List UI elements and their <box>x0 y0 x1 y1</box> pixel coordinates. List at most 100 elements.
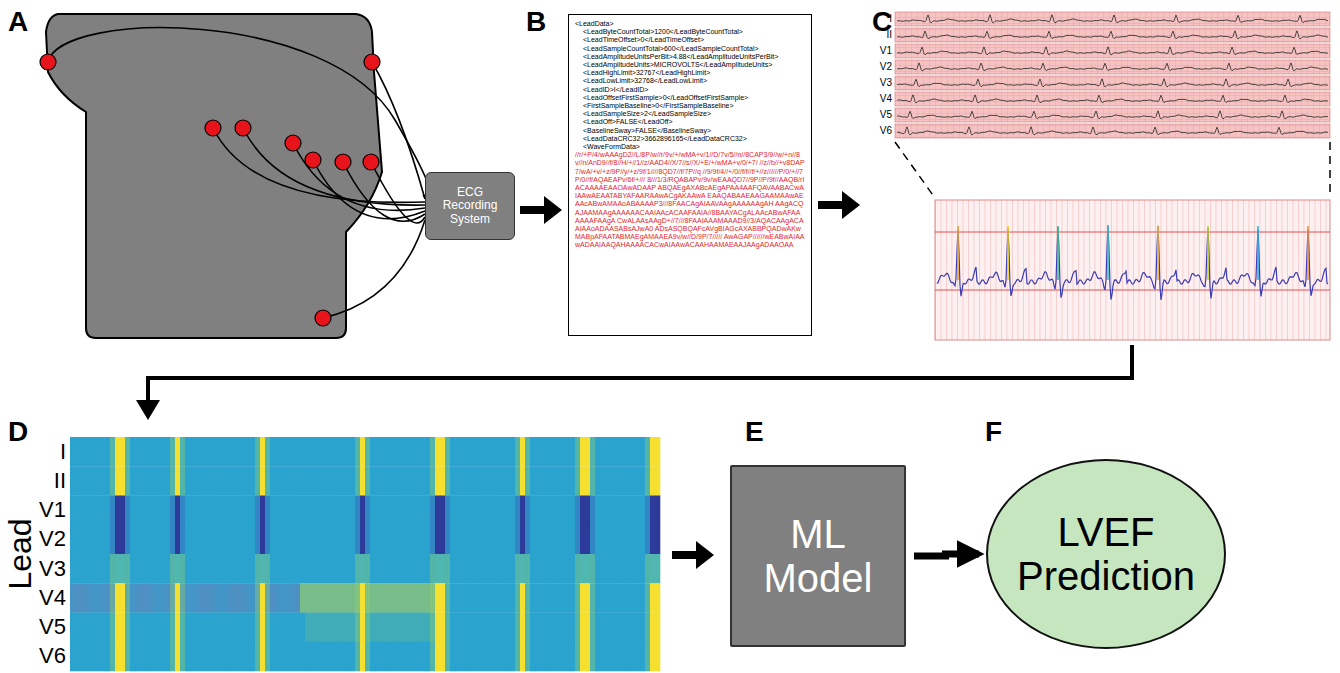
heatmap-cell <box>545 613 550 643</box>
lead-name: V3 <box>880 78 892 88</box>
heatmap-cell <box>305 437 310 467</box>
heatmap-cell <box>595 554 600 584</box>
heatmap-cell <box>595 466 600 496</box>
heatmap-cell <box>635 437 640 467</box>
heatmap-cell <box>370 466 375 496</box>
heatmap-cell <box>80 525 85 555</box>
heatmap-cell <box>315 496 320 526</box>
heatmap-cell <box>80 554 85 584</box>
arrow-shaft <box>520 206 546 214</box>
heatmap-cell <box>415 437 420 467</box>
heatmap-cell <box>455 496 460 526</box>
heatmap-cell <box>150 554 155 584</box>
heatmap-cell <box>520 466 525 496</box>
heatmap-cell <box>305 525 310 555</box>
heatmap-cell <box>570 613 575 643</box>
heatmap-cell <box>525 613 530 643</box>
heatmap-cell <box>485 466 490 496</box>
heatmap-cell <box>285 496 290 526</box>
heatmap-cell <box>625 554 630 584</box>
ml-model-box: ML Model <box>730 465 906 647</box>
heatmap-cell <box>575 583 580 613</box>
heatmap-cell <box>205 525 210 555</box>
electrode-wire <box>343 162 425 221</box>
heatmap-cell <box>170 613 175 643</box>
heatmap-cell <box>460 437 465 467</box>
heatmap-cell <box>155 613 160 643</box>
heatmap-cell <box>150 496 155 526</box>
heatmap-cell <box>215 466 220 496</box>
heatmap-cell <box>155 583 160 613</box>
heatmap-cell <box>125 642 130 672</box>
heatmap-cell <box>575 437 580 467</box>
ecg-strip <box>895 28 1330 42</box>
heatmap-cell <box>575 466 580 496</box>
heatmap-cell <box>260 437 265 467</box>
heatmap-cell <box>270 437 275 467</box>
heatmap-cell <box>220 583 225 613</box>
heatmap-cell <box>395 613 400 643</box>
xml-line: <LeadLowLimit>32768</LeadLowLimit> <box>575 77 805 85</box>
panel-letter: B <box>526 8 546 36</box>
electrode-wire <box>48 28 431 199</box>
heatmap-cell <box>450 525 455 555</box>
heatmap-cell <box>230 496 235 526</box>
heatmap-cell <box>635 613 640 643</box>
heatmap-cell <box>90 642 95 672</box>
heatmap-cell <box>235 496 240 526</box>
heatmap-cell <box>215 525 220 555</box>
heatmap-cell <box>260 554 265 584</box>
heatmap-cell <box>360 583 365 613</box>
heatmap-cell <box>205 613 210 643</box>
heatmap-cell <box>385 642 390 672</box>
heatmap-cell <box>215 496 220 526</box>
heatmap-cell <box>600 466 605 496</box>
heatmap-cell <box>355 613 360 643</box>
heatmap-cell <box>445 466 450 496</box>
heatmap-cell <box>400 554 405 584</box>
heatmap-cell <box>510 466 515 496</box>
heatmap-cell <box>350 613 355 643</box>
heatmap-cell <box>445 613 450 643</box>
heatmap-cell <box>600 554 605 584</box>
heatmap-cell <box>225 525 230 555</box>
heatmap-cell <box>600 583 605 613</box>
xml-line: <BaselineSway>FALSE</BaselineSway> <box>575 127 805 135</box>
heatmap-cell <box>135 613 140 643</box>
heatmap-cell <box>225 613 230 643</box>
heatmap-cell <box>150 613 155 643</box>
heatmap-cell <box>280 583 285 613</box>
heatmap-cell <box>605 466 610 496</box>
heatmap-cell <box>400 437 405 467</box>
heatmap-cell <box>185 554 190 584</box>
heatmap-cell <box>530 525 535 555</box>
heatmap-cell <box>420 466 425 496</box>
heatmap-cell <box>95 466 100 496</box>
heatmap-cell <box>240 613 245 643</box>
heatmap-cell <box>115 642 120 672</box>
heatmap-cell <box>590 642 595 672</box>
heatmap-cell <box>205 466 210 496</box>
heatmap-cell <box>145 583 150 613</box>
electrode <box>285 135 301 151</box>
r-peak <box>957 226 959 280</box>
heatmap-cell <box>540 642 545 672</box>
heatmap-cell <box>265 466 270 496</box>
heatmap-cell <box>170 554 175 584</box>
heatmap-cell <box>75 496 80 526</box>
heatmap-cell <box>190 496 195 526</box>
heatmap-cell <box>185 525 190 555</box>
ecg-strip <box>895 76 1330 90</box>
heatmap-cell <box>80 496 85 526</box>
panel-letter: A <box>8 8 28 36</box>
r-peak <box>1007 226 1009 280</box>
heatmap-cell <box>245 554 250 584</box>
heatmap-cell <box>570 642 575 672</box>
heatmap-cell <box>440 583 445 613</box>
heatmap-cell <box>460 525 465 555</box>
heatmap-cell <box>195 496 200 526</box>
heatmap-cell <box>500 496 505 526</box>
heatmap-cell <box>120 554 125 584</box>
heatmap-cell <box>165 554 170 584</box>
heatmap-cell <box>210 496 215 526</box>
